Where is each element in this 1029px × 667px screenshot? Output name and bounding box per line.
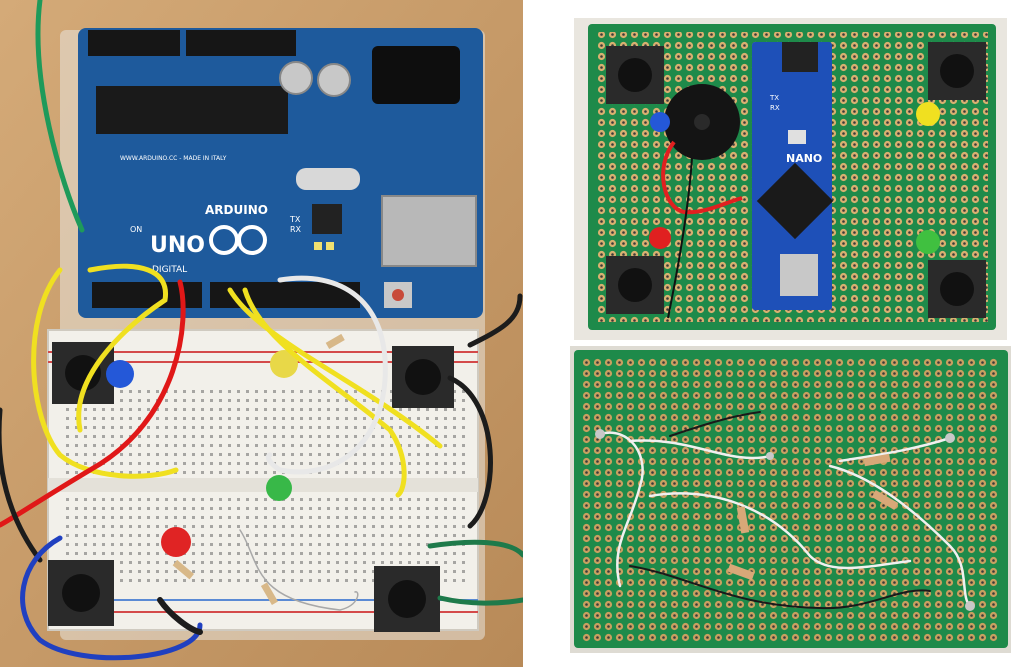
header-analog xyxy=(88,30,180,56)
resistor xyxy=(172,559,194,580)
capacitor xyxy=(279,61,313,95)
push-button xyxy=(928,260,986,318)
photo-perfboard-back xyxy=(570,346,1011,653)
arduino-logo-icon xyxy=(209,225,267,255)
rx-label: RX xyxy=(290,225,302,234)
arduino-label: ARDUINO xyxy=(205,203,268,217)
atmega-chip xyxy=(96,86,288,134)
nano-rx-label: RX xyxy=(770,104,780,112)
led-red xyxy=(161,527,191,557)
led-yellow xyxy=(916,102,940,126)
resistor xyxy=(871,490,899,510)
resistor xyxy=(863,453,891,467)
reset-button-cap xyxy=(392,289,404,301)
photo-perfboard-front: NANO TX RX xyxy=(574,18,1007,340)
solder-joint xyxy=(766,452,774,460)
board-led xyxy=(314,242,322,250)
resistor xyxy=(736,506,750,534)
led-green xyxy=(266,475,292,501)
arduino-nano-board: NANO TX RX xyxy=(752,42,834,310)
solder-joint xyxy=(945,433,955,443)
push-button xyxy=(374,566,440,632)
uno-label: UNO xyxy=(150,233,205,258)
tx-label: TX xyxy=(289,215,301,224)
capacitor xyxy=(317,63,351,97)
nano-label: NANO xyxy=(786,152,822,165)
resistor xyxy=(325,333,345,349)
push-button xyxy=(606,46,664,104)
made-in-label: WWW.ARDUINO.CC - MADE IN ITALY xyxy=(120,155,227,162)
led-blue xyxy=(650,112,670,132)
power-jack xyxy=(372,46,460,104)
solder-joint xyxy=(595,429,605,439)
led-red xyxy=(649,227,671,249)
on-label: ON xyxy=(130,225,142,234)
header-power xyxy=(186,30,296,56)
nano-tx-label: TX xyxy=(769,94,779,102)
led-green xyxy=(916,230,940,254)
board-led xyxy=(326,242,334,250)
push-button xyxy=(392,346,454,408)
arduino-uno-board: UNO ARDUINO DIGITAL WWW.ARDUINO.CC - MAD… xyxy=(78,28,483,318)
solder-joint xyxy=(965,601,975,611)
push-button xyxy=(48,560,114,626)
led-yellow xyxy=(270,350,298,378)
resistor xyxy=(727,563,755,581)
solder-wires xyxy=(598,411,972,610)
usb-port xyxy=(381,195,477,267)
led-blue xyxy=(106,360,134,388)
push-button xyxy=(606,256,664,314)
usb-chip xyxy=(312,204,342,234)
jumper-wires xyxy=(0,0,523,661)
perfboard-holes xyxy=(582,356,1000,642)
crystal xyxy=(296,168,360,190)
resistor xyxy=(260,582,278,606)
digital-label: DIGITAL xyxy=(152,265,187,275)
push-button xyxy=(928,42,986,100)
photo-uno-breadboard: UNO ARDUINO DIGITAL WWW.ARDUINO.CC - MAD… xyxy=(0,0,523,667)
